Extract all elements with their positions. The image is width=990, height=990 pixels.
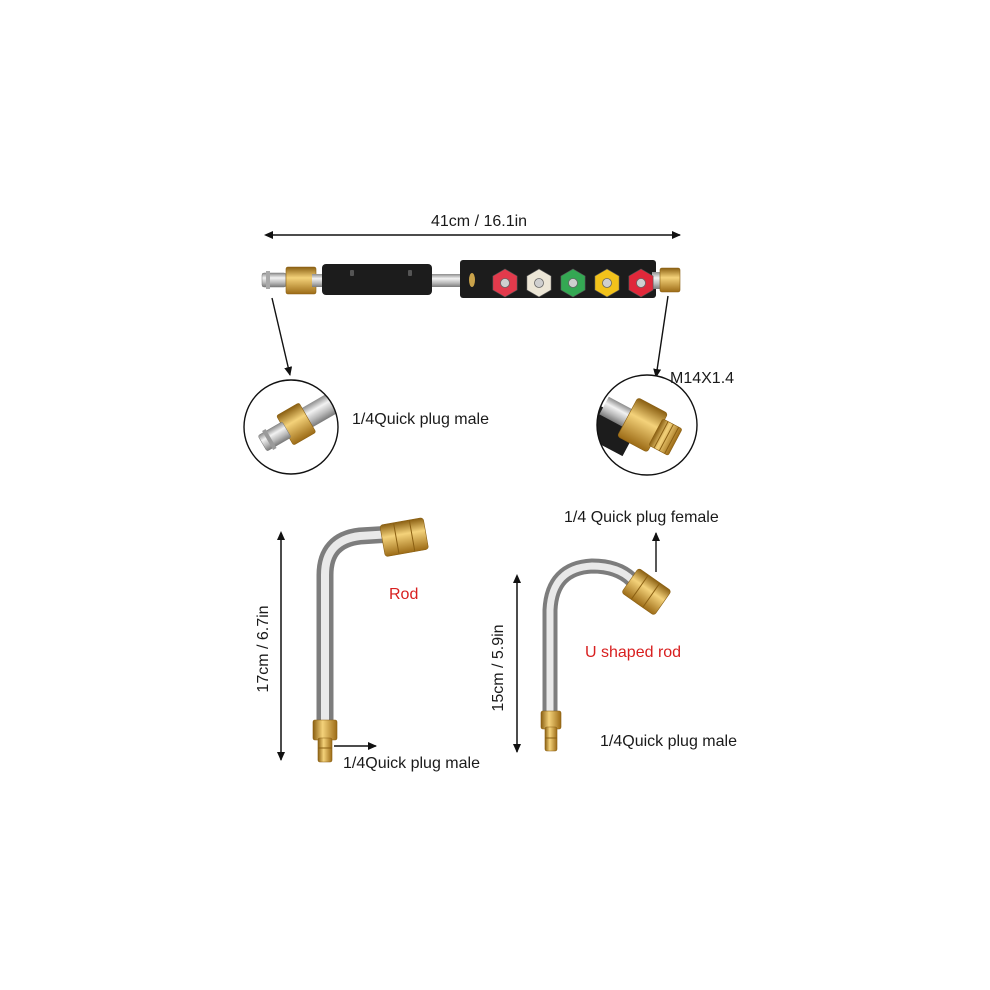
- nozzle-tips: [492, 268, 654, 298]
- u-rod-height-label: 15cm / 5.9in: [490, 624, 507, 712]
- nozzle-orifice-icon: [568, 278, 578, 288]
- nozzle-orifice-icon: [500, 278, 510, 288]
- nozzle-orifice-icon: [636, 278, 646, 288]
- rod-bottom-end-label: 1/4Quick plug male: [343, 755, 480, 772]
- m14-thread-closeup: [596, 374, 698, 476]
- u-rod-top-end-label: 1/4 Quick plug female: [564, 509, 719, 526]
- rod-name-label: Rod: [389, 586, 419, 603]
- wand-length-label: 41cm / 16.1in: [431, 213, 528, 230]
- left-end-callout-arrow: [271, 297, 293, 376]
- rod-height-label: 17cm / 6.7in: [255, 605, 272, 693]
- u-rod-name-label: U shaped rod: [585, 644, 682, 661]
- bent-rod: [312, 517, 429, 763]
- u-shaped-rod: [540, 558, 671, 752]
- wand-left-end-label: 1/4Quick plug male: [352, 411, 489, 428]
- nozzle-orifice-icon: [534, 278, 544, 288]
- u-rod-bottom-end-label: 1/4Quick plug male: [600, 733, 737, 750]
- wand-right-thread-label: M14X1.4: [670, 370, 735, 387]
- right-end-callout-arrow: [653, 295, 669, 378]
- nozzle-orifice-icon: [602, 278, 612, 288]
